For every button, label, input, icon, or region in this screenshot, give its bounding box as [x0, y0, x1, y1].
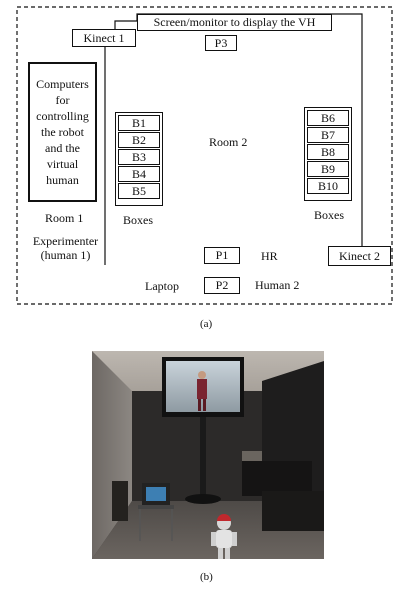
box-b6: B6: [307, 110, 349, 126]
p1-label: P1: [215, 248, 229, 262]
room2-label: Room 2: [209, 135, 248, 149]
boxes-right-label: Boxes: [314, 208, 344, 222]
lab-photo: [92, 351, 324, 559]
screen-monitor-box: Screen/monitor to display the VH: [137, 14, 332, 31]
box-b7: B7: [307, 127, 349, 143]
box-b4: B4: [118, 166, 160, 182]
room1-label: Room 1: [45, 211, 84, 225]
lab-photo-illustration: [92, 351, 324, 559]
kinect2-box: Kinect 2: [328, 246, 391, 266]
computers-label: Computers for controlling the robot and …: [36, 77, 89, 187]
box-b8: B8: [307, 144, 349, 160]
boxes-left-label: Boxes: [123, 213, 153, 227]
box-b2: B2: [118, 132, 160, 148]
box-b3: B3: [118, 149, 160, 165]
caption-b: (b): [200, 571, 213, 583]
screen-monitor-label: Screen/monitor to display the VH: [153, 15, 316, 29]
kinect1-label: Kinect 1: [83, 31, 125, 45]
box-b10: B10: [307, 178, 349, 194]
p2-label: P2: [215, 278, 229, 292]
boxes-right-stack: B6 B7 B8 B9 B10: [304, 107, 352, 201]
computers-box: Computers for controlling the robot and …: [28, 62, 97, 202]
caption-a: (a): [200, 318, 213, 330]
p1-box: P1: [204, 247, 240, 264]
human2-label: Human 2: [255, 278, 300, 292]
kinect2-label: Kinect 2: [339, 249, 380, 263]
experimenter-label: Experimenter (human 1): [32, 234, 99, 262]
box-b1: B1: [118, 115, 160, 131]
p3-box: P3: [205, 35, 237, 51]
boxes-left-stack: B1 B2 B3 B4 B5: [115, 112, 163, 206]
hr-label: HR: [261, 249, 278, 263]
p2-box: P2: [204, 277, 240, 294]
box-b9: B9: [307, 161, 349, 177]
p3-label: P3: [214, 36, 228, 50]
box-b5: B5: [118, 183, 160, 199]
kinect1-box: Kinect 1: [72, 29, 136, 47]
laptop-label: Laptop: [145, 279, 179, 293]
